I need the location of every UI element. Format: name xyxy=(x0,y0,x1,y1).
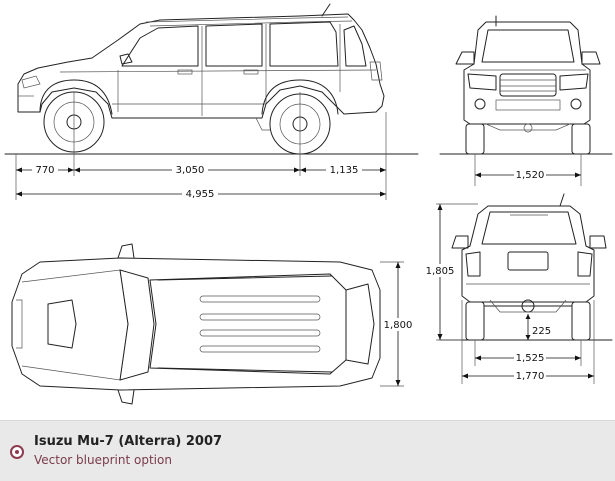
dim-rear-overhang: 1,135 xyxy=(330,165,359,176)
dim-overall-height: 1,805 xyxy=(426,266,455,277)
dim-overall-width: 1,770 xyxy=(516,371,545,382)
rear-view: 225 1,805 1,525 1,770 xyxy=(424,193,613,384)
front-view: 1,520 xyxy=(439,15,613,186)
dim-rear-track: 1,525 xyxy=(516,353,545,364)
dim-ground-clearance: 225 xyxy=(532,326,551,337)
dim-wheelbase: 3,050 xyxy=(176,165,205,176)
dim-front-track: 1,520 xyxy=(516,170,545,181)
caption-subtitle[interactable]: Vector blueprint option xyxy=(34,453,172,467)
top-view: 1,800 xyxy=(11,243,413,405)
dim-front-overhang: 770 xyxy=(35,165,54,176)
caption-bar: Isuzu Mu-7 (Alterra) 2007 Vector bluepri… xyxy=(0,420,615,481)
caption-title: Isuzu Mu-7 (Alterra) 2007 xyxy=(34,434,223,449)
blueprint-drawing: 770 3,050 1,135 4,955 xyxy=(4,3,613,405)
side-view: 770 3,050 1,135 4,955 xyxy=(4,3,419,200)
bullet-icon xyxy=(10,445,24,459)
dim-overall-length: 4,955 xyxy=(186,189,215,200)
dim-overall-width-top: 1,800 xyxy=(384,320,413,331)
